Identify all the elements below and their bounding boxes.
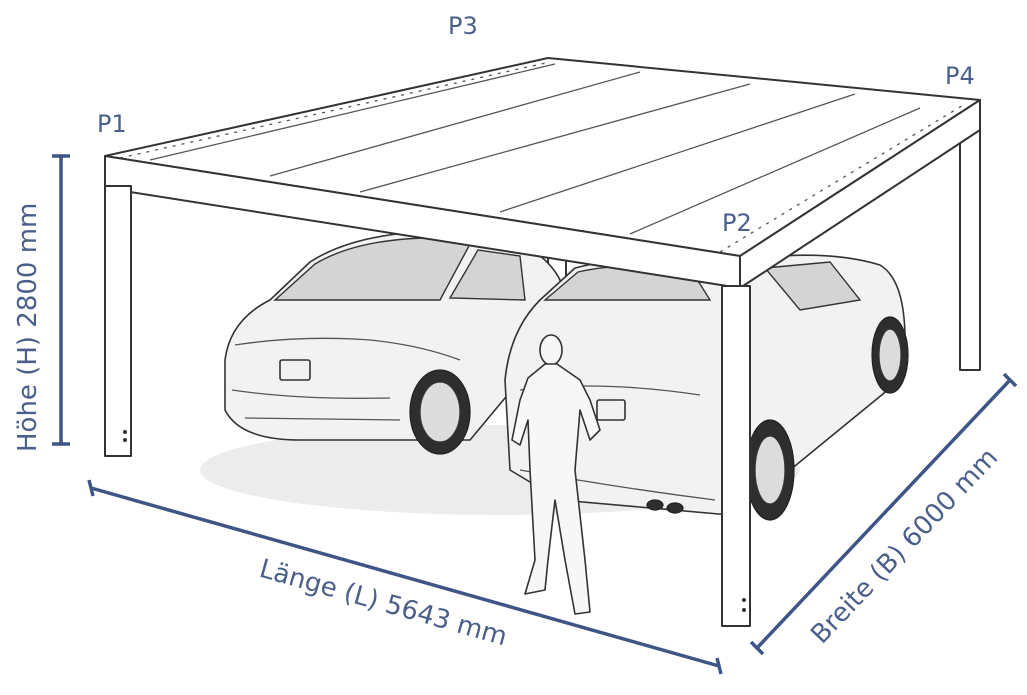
point-label-p4: P4 [945, 62, 975, 90]
side-beam [739, 99, 981, 289]
length-dimension-label: Länge (L) 5643 mm [256, 554, 510, 653]
width-dimension-label: Breite (B) 6000 mm [805, 443, 1004, 650]
width-dimension-line [749, 372, 1018, 656]
length-dimension-line [87, 479, 723, 675]
front-post-p1 [104, 185, 132, 457]
car-left [224, 231, 566, 455]
front-post-p2 [721, 285, 751, 627]
point-label-p3: P3 [448, 12, 478, 40]
height-dimension-label: Höhe (H) 2800 mm [13, 203, 43, 452]
car-right [504, 254, 909, 521]
point-label-p2: P2 [722, 209, 752, 237]
height-dimension-line [52, 154, 70, 446]
back-post-p4 [959, 111, 981, 371]
person-figure [511, 334, 601, 615]
point-label-p1: P1 [97, 110, 127, 138]
